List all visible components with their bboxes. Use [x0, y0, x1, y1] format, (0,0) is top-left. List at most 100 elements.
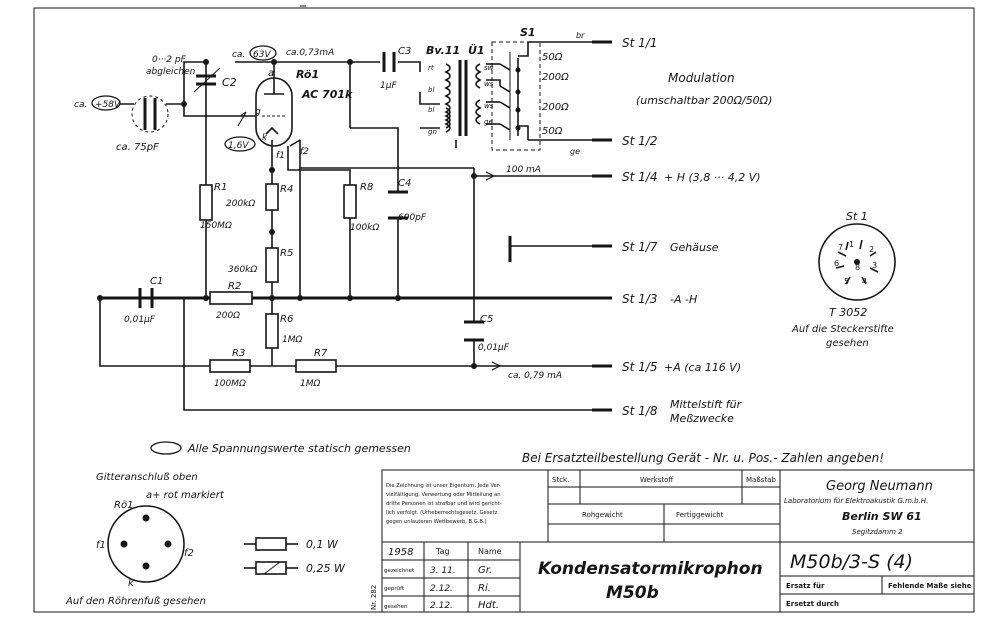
c2-symbol: [193, 67, 221, 93]
tb-row-date-3: 2.12.: [430, 601, 453, 611]
grid-voltage-prefix: ca.: [74, 100, 87, 110]
base-view-caption: Auf den Röhrenfuß gesehen: [65, 596, 206, 607]
anode-supply-current: ca. 0,79 mA: [508, 371, 562, 381]
connector-pin-8: 8: [855, 263, 860, 272]
wire-color-rt: rt: [428, 64, 434, 72]
connector-pin-3: 3: [872, 261, 877, 270]
r5-label: R5: [280, 248, 293, 259]
tube-pin-g: g: [255, 107, 261, 117]
r6-label: R6: [280, 314, 293, 325]
c3-symbol: [382, 52, 396, 72]
component-bodies: [138, 183, 484, 373]
wire-color-ws-1: ws: [484, 80, 494, 88]
wire-color-ge-out: ge: [570, 147, 580, 156]
terminal-st13-desc: -A -H: [670, 293, 697, 306]
r1-label: R1: [214, 182, 227, 193]
junction-dots: [97, 59, 477, 369]
switch-tap-2: 200Ω: [542, 72, 569, 83]
heater-current: 100 mA: [506, 165, 541, 175]
anode-supply-arrow: [491, 361, 501, 371]
tube-label: Rö1: [296, 68, 319, 81]
r8-value: 100kΩ: [350, 223, 379, 233]
c2-note-trim: abgleichen: [146, 67, 196, 77]
base-pin-k: k: [128, 578, 135, 589]
base-view-title: Gitteranschluß oben: [96, 472, 198, 483]
tb-col-name: Name: [478, 547, 502, 556]
tb-ersetzt-durch: Ersetzt durch: [786, 600, 839, 608]
r2-value: 200Ω: [216, 311, 240, 321]
c2-note-range: 0···2 pF: [152, 55, 187, 65]
tb-row-date-2: 2.12.: [430, 584, 453, 594]
c2-label: C2: [222, 76, 237, 89]
c1-label: C1: [150, 276, 163, 287]
tb-rohgewicht: Rohgewicht: [582, 511, 623, 519]
terminal-st18-desc: Mittelstift für: [670, 398, 743, 411]
spare-parts-note: Bei Ersatzteilbestellung Gerät - Nr. u. …: [522, 451, 884, 465]
grid-voltage: +58V: [95, 100, 121, 110]
tb-massstab: Maßstab: [746, 476, 776, 484]
connector-pin-1: 1: [849, 240, 854, 249]
tb-row-label-3: gesehen: [384, 604, 408, 610]
cathode-voltage: 1,6V: [228, 141, 249, 151]
r1-value: 150MΩ: [200, 221, 232, 231]
tb-company-sub: Laboratorium für Elektroakustik G.m.b.H.: [784, 497, 928, 505]
tb-fehlende: Fehlende Maße siehe: [888, 582, 972, 590]
connector-pin-7: 7: [838, 243, 843, 252]
c4-label: C4: [398, 178, 411, 189]
tb-ersatz-fuer: Ersatz für: [786, 582, 825, 590]
tb-row-label-2: geprüft: [384, 586, 405, 592]
tb-street: Segitzdamm 2: [852, 528, 903, 536]
connector-pin-5: 5: [844, 277, 849, 286]
base-pin-f2: f2: [184, 548, 194, 559]
switch-s1-symbol: [491, 41, 541, 151]
terminal-st13: St 1/3: [622, 292, 657, 306]
wattage-025: 0,25 W: [306, 562, 346, 575]
tb-row-name-3: Hdt.: [478, 600, 499, 611]
ownership-line-2: vielfältigung, Verwertung oder Mitteilun…: [386, 492, 501, 498]
wire-color-gn: gn: [428, 128, 437, 136]
anode-voltage-prefix: ca.: [232, 50, 245, 60]
r2-label: R2: [228, 281, 241, 292]
tb-row-date-1: 3. 11.: [430, 566, 456, 576]
ownership-line-4: lich verfolgt. (Urheberrechtsgesetz, Ges…: [386, 510, 498, 516]
tb-stck: Stck.: [552, 476, 569, 484]
r8-label: R8: [360, 182, 373, 193]
tube-pin-f2: f2: [300, 147, 309, 157]
capsule-value: ca. 75pF: [116, 142, 159, 153]
tube-pin-f1: f1: [276, 151, 285, 161]
connector-pin-6: 6: [834, 259, 839, 268]
wire-color-bl-2: bl: [428, 106, 434, 114]
terminal-st17: St 1/7: [622, 240, 658, 254]
c4-value: 600pF: [398, 213, 427, 223]
tb-row-label-1: gezeichnet: [384, 568, 415, 574]
terminal-pins: [592, 40, 612, 412]
c5-value: 0,01µF: [478, 343, 510, 353]
connector-pin-4: 4: [862, 277, 867, 286]
heater-current-arrow: [485, 171, 495, 181]
tb-revision-side: Nr. 282: [370, 585, 378, 610]
c3-value: 1µF: [380, 81, 397, 91]
voltage-legend: Alle Spannungswerte statisch gemessen: [187, 442, 411, 455]
tube-base-symbol: [107, 505, 185, 583]
legend-oval: [150, 441, 182, 455]
tube-pin-a: a: [268, 68, 274, 79]
r3-value: 100MΩ: [214, 379, 246, 389]
tube-symbol: [237, 77, 293, 147]
terminal-st14-desc: + H (3,8 ··· 4,2 V): [664, 171, 761, 184]
tb-company: Georg Neumann: [826, 479, 933, 494]
tube-type: AC 701k: [301, 88, 353, 101]
switch-tap-1: 50Ω: [542, 52, 563, 63]
grid-voltage-oval: [91, 95, 121, 111]
terminal-st14: St 1/4: [622, 170, 657, 184]
terminal-st12: St 1/2: [622, 134, 657, 148]
r7-value: 1MΩ: [300, 379, 320, 389]
tb-year: 1958: [388, 547, 413, 558]
capsule-symbol: [131, 95, 169, 133]
terminal-st15-desc: +A (ca 116 V): [664, 361, 741, 374]
transformer-symbol: [444, 60, 482, 136]
terminal-st18: St 1/8: [622, 404, 658, 418]
connector-caption-1: Auf die Steckerstifte: [791, 324, 894, 335]
base-view-anode-note: a+ rot markiert: [146, 490, 225, 501]
ownership-line-1: Die Zeichnung ist unser Eigentum. Jede V…: [386, 483, 501, 489]
